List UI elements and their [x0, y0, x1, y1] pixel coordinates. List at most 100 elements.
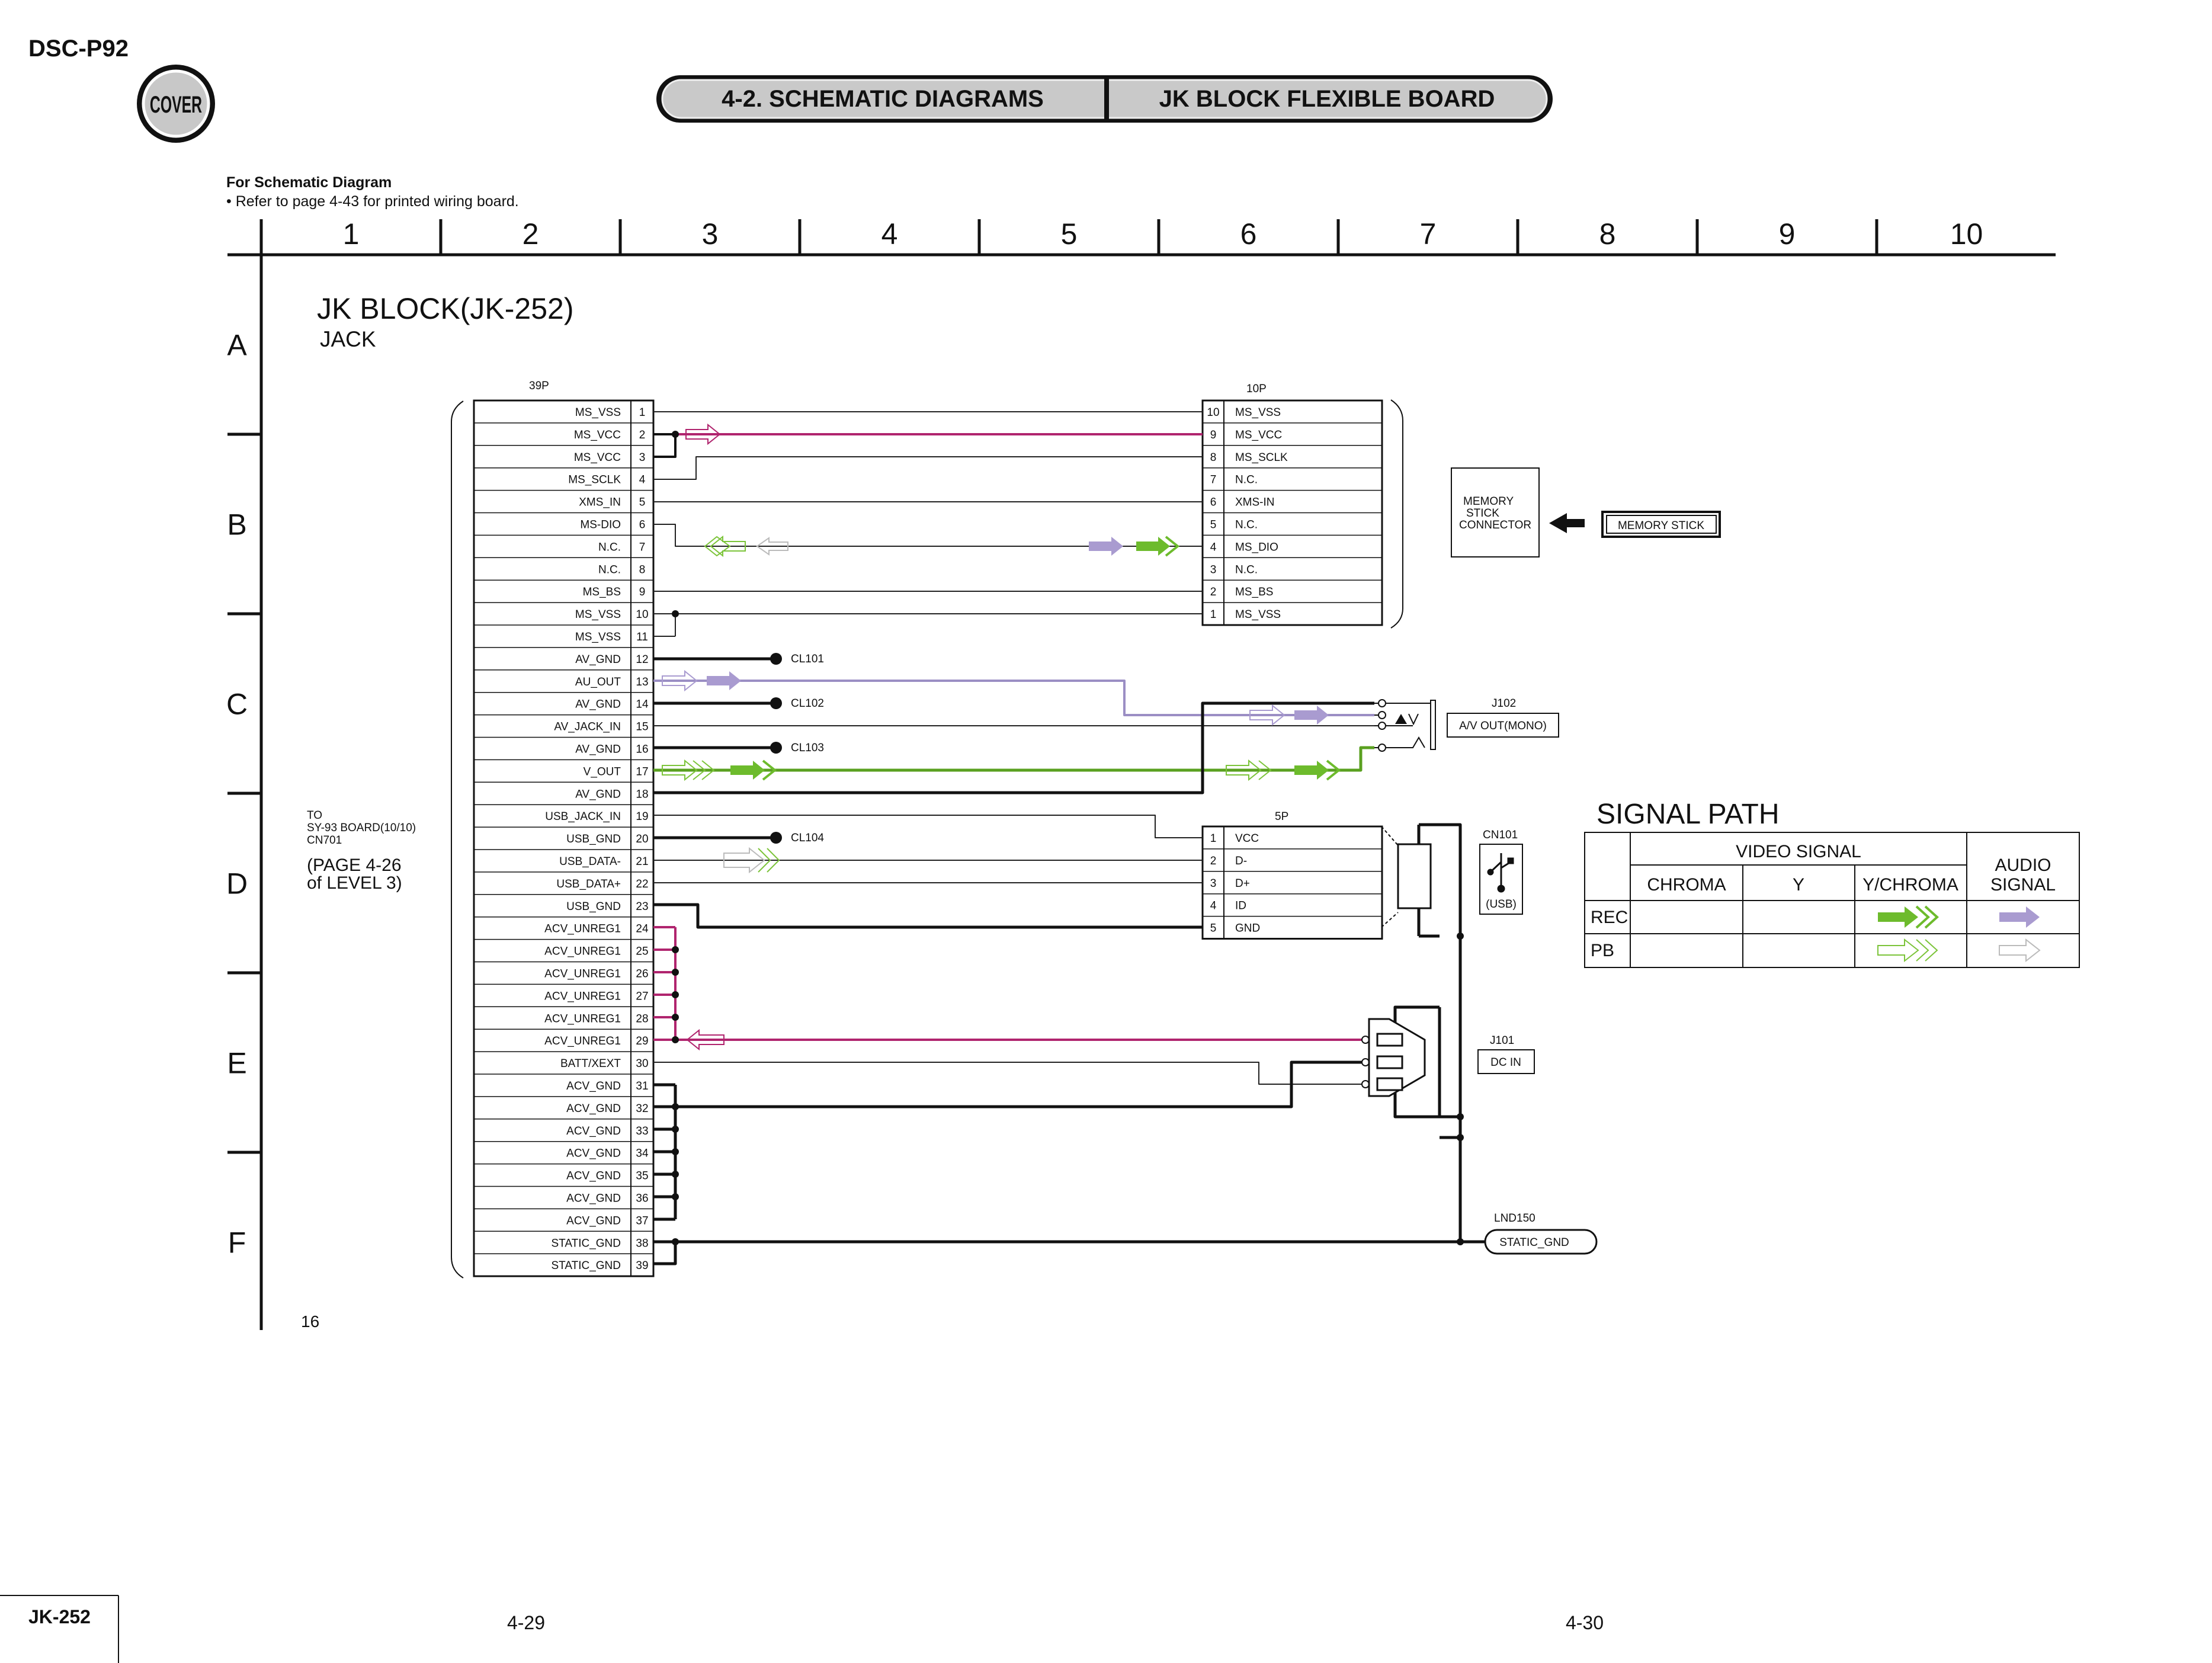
pin-name: USB_GND	[566, 901, 621, 913]
grid-row-label: C	[226, 688, 248, 721]
pin-name: N.C.	[1235, 563, 1258, 576]
signal-path-title: SIGNAL PATH	[1597, 799, 1780, 830]
pin-number: 4	[1210, 900, 1217, 912]
pin-number: 4	[1210, 541, 1217, 553]
pin-number: 23	[636, 901, 648, 913]
wires	[653, 411, 1485, 1265]
rec-video-arrow-icon	[1878, 905, 1939, 929]
j101-dc-jack	[1361, 1018, 1426, 1097]
connector-39p-bracket	[451, 400, 464, 1279]
pin-number: 22	[636, 878, 648, 890]
audio-signal-header-1: AUDIO	[1995, 855, 2051, 875]
page-number-left: 4-29	[507, 1612, 545, 1633]
grid-column-label: 6	[1240, 217, 1257, 251]
connector-10p-bracket	[1390, 399, 1403, 629]
j102-jack	[1374, 699, 1436, 752]
video-signal-header: VIDEO SIGNAL	[1736, 842, 1861, 861]
pin-number: 21	[636, 855, 648, 868]
to-note-line-1: TO	[307, 809, 322, 822]
pin-name: MS_VSS	[1235, 406, 1281, 419]
grid-column-label: 3	[702, 217, 719, 251]
pin-number: 11	[636, 631, 648, 643]
grid-column-label: 7	[1420, 217, 1437, 251]
svg-text:MEMORY STICK: MEMORY STICK	[1618, 520, 1704, 532]
pin-name: ACV_UNREG1	[544, 946, 621, 958]
pin-name: USB_GND	[566, 833, 621, 845]
pin-name: ACV_GND	[566, 1192, 621, 1204]
pin-number: 20	[636, 833, 648, 845]
arrow-left-icon	[1549, 513, 1585, 533]
block-title: JK BLOCK(JK-252)	[317, 292, 573, 325]
pin-number: 35	[636, 1170, 648, 1183]
pin-name: AV_GND	[575, 653, 621, 666]
pin-number: 29	[636, 1035, 648, 1047]
lnd150-label: STATIC_GND	[1499, 1236, 1569, 1249]
pin-name: ACV_UNREG1	[544, 1012, 621, 1025]
cn101-ref: CN101	[1483, 829, 1518, 841]
pin-name: ACV_UNREG1	[544, 967, 621, 980]
pin-number: 9	[1210, 429, 1217, 441]
pin-number: 33	[636, 1125, 648, 1137]
model-name: DSC-P92	[28, 36, 129, 62]
pin-name: ACV_GND	[566, 1170, 621, 1183]
pin-number: 25	[636, 946, 648, 958]
tab-jk-block-flexible-board: JK BLOCK FLEXIBLE BOARD	[1159, 86, 1495, 112]
pin-number: 9	[639, 586, 646, 598]
pin-name: ACV_GND	[566, 1148, 621, 1160]
test-point-cl104: CL104	[791, 832, 824, 844]
pin-number: 13	[636, 676, 648, 688]
pin-name: ACV_GND	[566, 1125, 621, 1137]
pin-name: MS_VCC	[574, 429, 621, 441]
j102-label-box	[1447, 713, 1559, 738]
pin-name: MS_SCLK	[1235, 451, 1288, 464]
audio-signal-header-2: SIGNAL	[1990, 875, 2056, 895]
pin-number: 12	[636, 653, 648, 666]
pin-number: 8	[1210, 451, 1217, 464]
signal-arrows	[662, 423, 1341, 1051]
grid-column-label: 4	[881, 217, 898, 251]
cn101-label: (USB)	[1486, 898, 1517, 911]
footer-board: JK-252	[28, 1606, 91, 1627]
pin-number: 10	[1207, 406, 1219, 419]
pin-number: 4	[639, 474, 646, 486]
grid-column-label: 10	[1950, 217, 1983, 251]
rec-audio-arrow-icon	[1999, 906, 2040, 928]
j101-label-box	[1477, 1049, 1535, 1074]
grid-column-label: 2	[522, 217, 539, 251]
connector-5p-body	[1201, 825, 1383, 940]
pin-name: ACV_GND	[566, 1080, 621, 1092]
footer-board-box: JK-252	[0, 1595, 119, 1663]
pin-name: AU_OUT	[575, 676, 621, 688]
pb-video-arrow-icon	[1877, 938, 1938, 963]
pin-number: 30	[636, 1058, 648, 1070]
memory-stick-label: MEMORY STICK	[1601, 511, 1721, 538]
section-tab[interactable]: 4-2. SCHEMATIC DIAGRAMS JK BLOCK FLEXIBL…	[656, 75, 1553, 123]
connector-39p-body	[473, 399, 655, 1277]
pin-name: BATT/XEXT	[560, 1058, 621, 1070]
test-point-cl102: CL102	[791, 697, 824, 710]
pin-number: 6	[639, 518, 646, 531]
pin-number: 3	[1210, 877, 1217, 890]
pin-name: N.C.	[1235, 518, 1258, 531]
pin-number: 2	[1210, 855, 1217, 867]
pin-name: V_OUT	[584, 765, 621, 778]
cover-button[interactable]: COVER	[137, 65, 215, 143]
pin-number: 15	[636, 721, 648, 733]
pin-name: USB_DATA-	[559, 855, 621, 868]
pin-name: ACV_GND	[566, 1215, 621, 1227]
connector-5p-ref: 5P	[1275, 810, 1288, 823]
test-points: CL101 CL102 CL103 CL104	[770, 653, 824, 844]
note-line: • Refer to page 4-43 for printed wiring …	[226, 193, 519, 210]
pin-name: AV_JACK_IN	[554, 721, 621, 733]
note-title: For Schematic Diagram	[226, 174, 392, 191]
pin-number: 36	[636, 1192, 648, 1204]
chroma-header: CHROMA	[1647, 875, 1726, 895]
connector-39p-ref: 39P	[529, 380, 549, 392]
grid-row-label: D	[226, 867, 248, 901]
pin-number: 5	[1210, 518, 1217, 531]
pin-name: MS-DIO	[580, 518, 621, 531]
